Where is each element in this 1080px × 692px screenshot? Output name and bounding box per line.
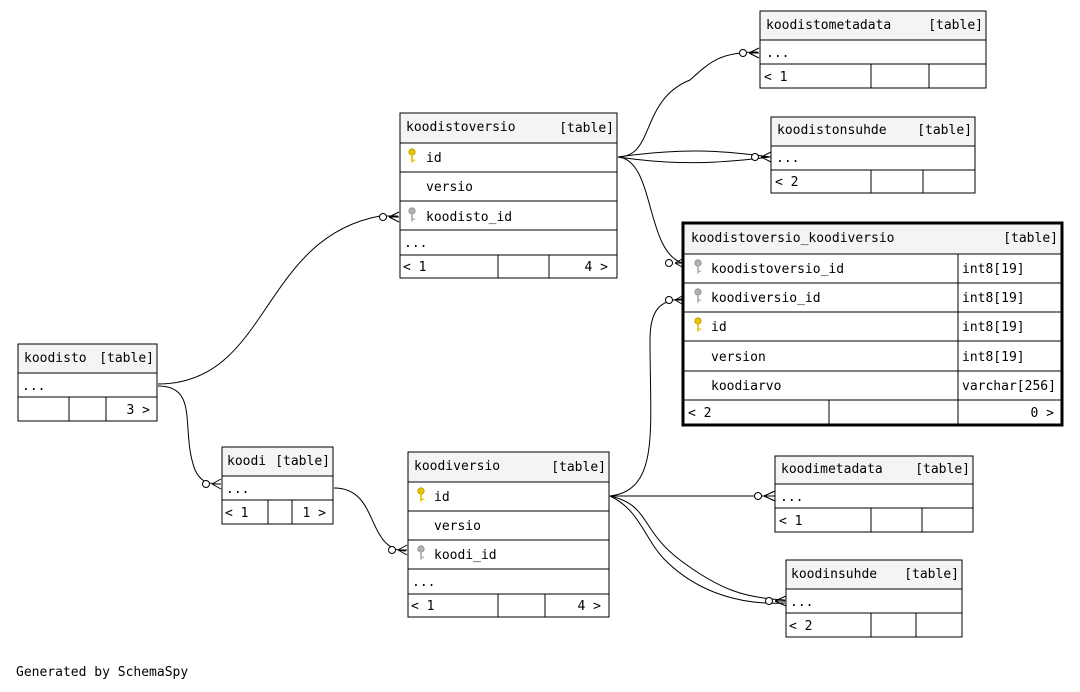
edge-optional-marker (379, 213, 387, 221)
column-type: varchar[256] (962, 379, 1056, 394)
column-name: koodisto_id (426, 210, 512, 225)
parent-count: < 1 (779, 514, 802, 529)
child-count: 4 > (585, 260, 609, 275)
crowfoot-icon (774, 595, 787, 607)
column-name: koodistoversio_id (711, 262, 844, 277)
table-koodinsuhde[interactable]: koodinsuhde [table] ... < 2 (785, 559, 963, 638)
table-type-tag: [table] (551, 460, 606, 475)
more-columns-ellipsis: ... (226, 482, 249, 497)
table-type-tag: [table] (917, 123, 972, 138)
table-name: koodiversio (414, 459, 500, 474)
table-koodi[interactable]: koodi [table] ... < 1 1 > (221, 446, 334, 525)
crowfoot-icon (397, 544, 408, 556)
table-koodistoversio-koodiversio[interactable]: koodistoversio_koodiversio [table] koodi… (681, 221, 1064, 427)
child-count: 0 > (1031, 406, 1055, 421)
parent-count: < 2 (775, 175, 798, 190)
child-count: 1 > (303, 506, 327, 521)
edge-optional-marker (665, 296, 673, 304)
table-name: koodistonsuhde (777, 123, 887, 138)
edge-optional-marker (751, 153, 759, 161)
edge-koodisto-koodi (157, 385, 221, 485)
edge-koodiversio-kvkv (609, 298, 683, 497)
table-type-tag: [table] (928, 18, 983, 33)
focus-border (681, 221, 1064, 427)
child-count: 4 > (578, 599, 602, 614)
table-type-tag: [table] (559, 121, 614, 136)
column-type: int8[19] (962, 350, 1025, 365)
crowfoot-icon (748, 47, 760, 59)
more-columns-ellipsis: ... (766, 46, 789, 61)
table-name: koodistoversio_koodiversio (691, 231, 895, 246)
column-type: int8[19] (962, 320, 1025, 335)
table-koodistonsuhde[interactable]: koodistonsuhde [table] ... < 2 (770, 116, 976, 194)
column-type: int8[19] (962, 291, 1025, 306)
edge-koodiversio-koodinsuhde-a (609, 495, 786, 601)
parent-count: < 2 (688, 406, 711, 421)
edge-koodistoversio-koodistonsuhde-b (617, 156, 771, 164)
edge-optional-marker (765, 597, 773, 605)
table-type-tag: [table] (915, 462, 970, 477)
column-name: versio (434, 519, 481, 534)
column-name: id (434, 490, 450, 505)
table-name: koodi (227, 454, 266, 469)
edge-optional-marker (665, 259, 673, 267)
table-koodiversio[interactable]: koodiversio [table] id versio koodi_id .… (407, 451, 610, 618)
table-name: koodinsuhde (791, 567, 877, 582)
edge-koodi-koodiversio (333, 487, 407, 552)
column-name: versio (426, 180, 473, 195)
child-count: 3 > (127, 403, 151, 418)
crowfoot-icon (763, 490, 776, 502)
more-columns-ellipsis: ... (412, 575, 435, 590)
parent-count: < 1 (225, 506, 248, 521)
more-columns-ellipsis: ... (404, 236, 427, 251)
table-type-tag: [table] (904, 567, 959, 582)
table-name: koodimetadata (781, 462, 883, 477)
more-columns-ellipsis: ... (780, 490, 803, 505)
edge-koodistoversio-koodistometadata (617, 51, 759, 158)
edge-optional-marker (754, 492, 762, 500)
edge-koodistoversio-koodistonsuhde-a (617, 150, 771, 158)
parent-count: < 1 (764, 70, 787, 85)
table-koodistometadata[interactable]: koodistometadata [table] ... < 1 (759, 10, 987, 89)
table-koodisto[interactable]: koodisto [table] ... 3 > (17, 343, 158, 422)
table-type-tag: [table] (99, 351, 154, 366)
table-koodimetadata[interactable]: koodimetadata [table] ... < 1 (774, 455, 974, 533)
edge-koodiversio-koodinsuhde-b (609, 495, 786, 604)
column-name: version (711, 350, 766, 365)
table-name: koodistometadata (766, 18, 891, 33)
crowfoot-icon (388, 211, 400, 223)
table-koodistoversio[interactable]: koodistoversio [table] id versio koodist… (399, 112, 618, 279)
table-type-tag: [table] (1003, 231, 1058, 246)
more-columns-ellipsis: ... (790, 595, 813, 610)
edge-optional-marker (202, 480, 210, 488)
edge-koodistoversio-kvkv (617, 156, 683, 264)
edge-optional-marker (739, 49, 747, 57)
edge-koodisto-koodistoversio (157, 215, 398, 385)
parent-count: < 1 (403, 260, 426, 275)
column-type: int8[19] (962, 262, 1025, 277)
parent-count: < 1 (411, 599, 434, 614)
relationships (157, 47, 787, 607)
column-name: koodiversio_id (711, 291, 821, 306)
table-name: koodisto (24, 351, 87, 366)
edge-optional-marker (388, 546, 396, 554)
crowfoot-icon (760, 151, 772, 163)
column-name: id (426, 151, 442, 166)
column-name: koodi_id (434, 548, 497, 563)
parent-count: < 2 (789, 619, 812, 634)
column-name: koodiarvo (711, 379, 781, 394)
crowfoot-icon (211, 478, 222, 490)
generator-footer: Generated by SchemaSpy (16, 665, 189, 680)
table-name: koodistoversio (406, 120, 516, 135)
more-columns-ellipsis: ... (776, 151, 799, 166)
column-name: id (711, 320, 727, 335)
more-columns-ellipsis: ... (22, 379, 45, 394)
table-type-tag: [table] (275, 454, 330, 469)
